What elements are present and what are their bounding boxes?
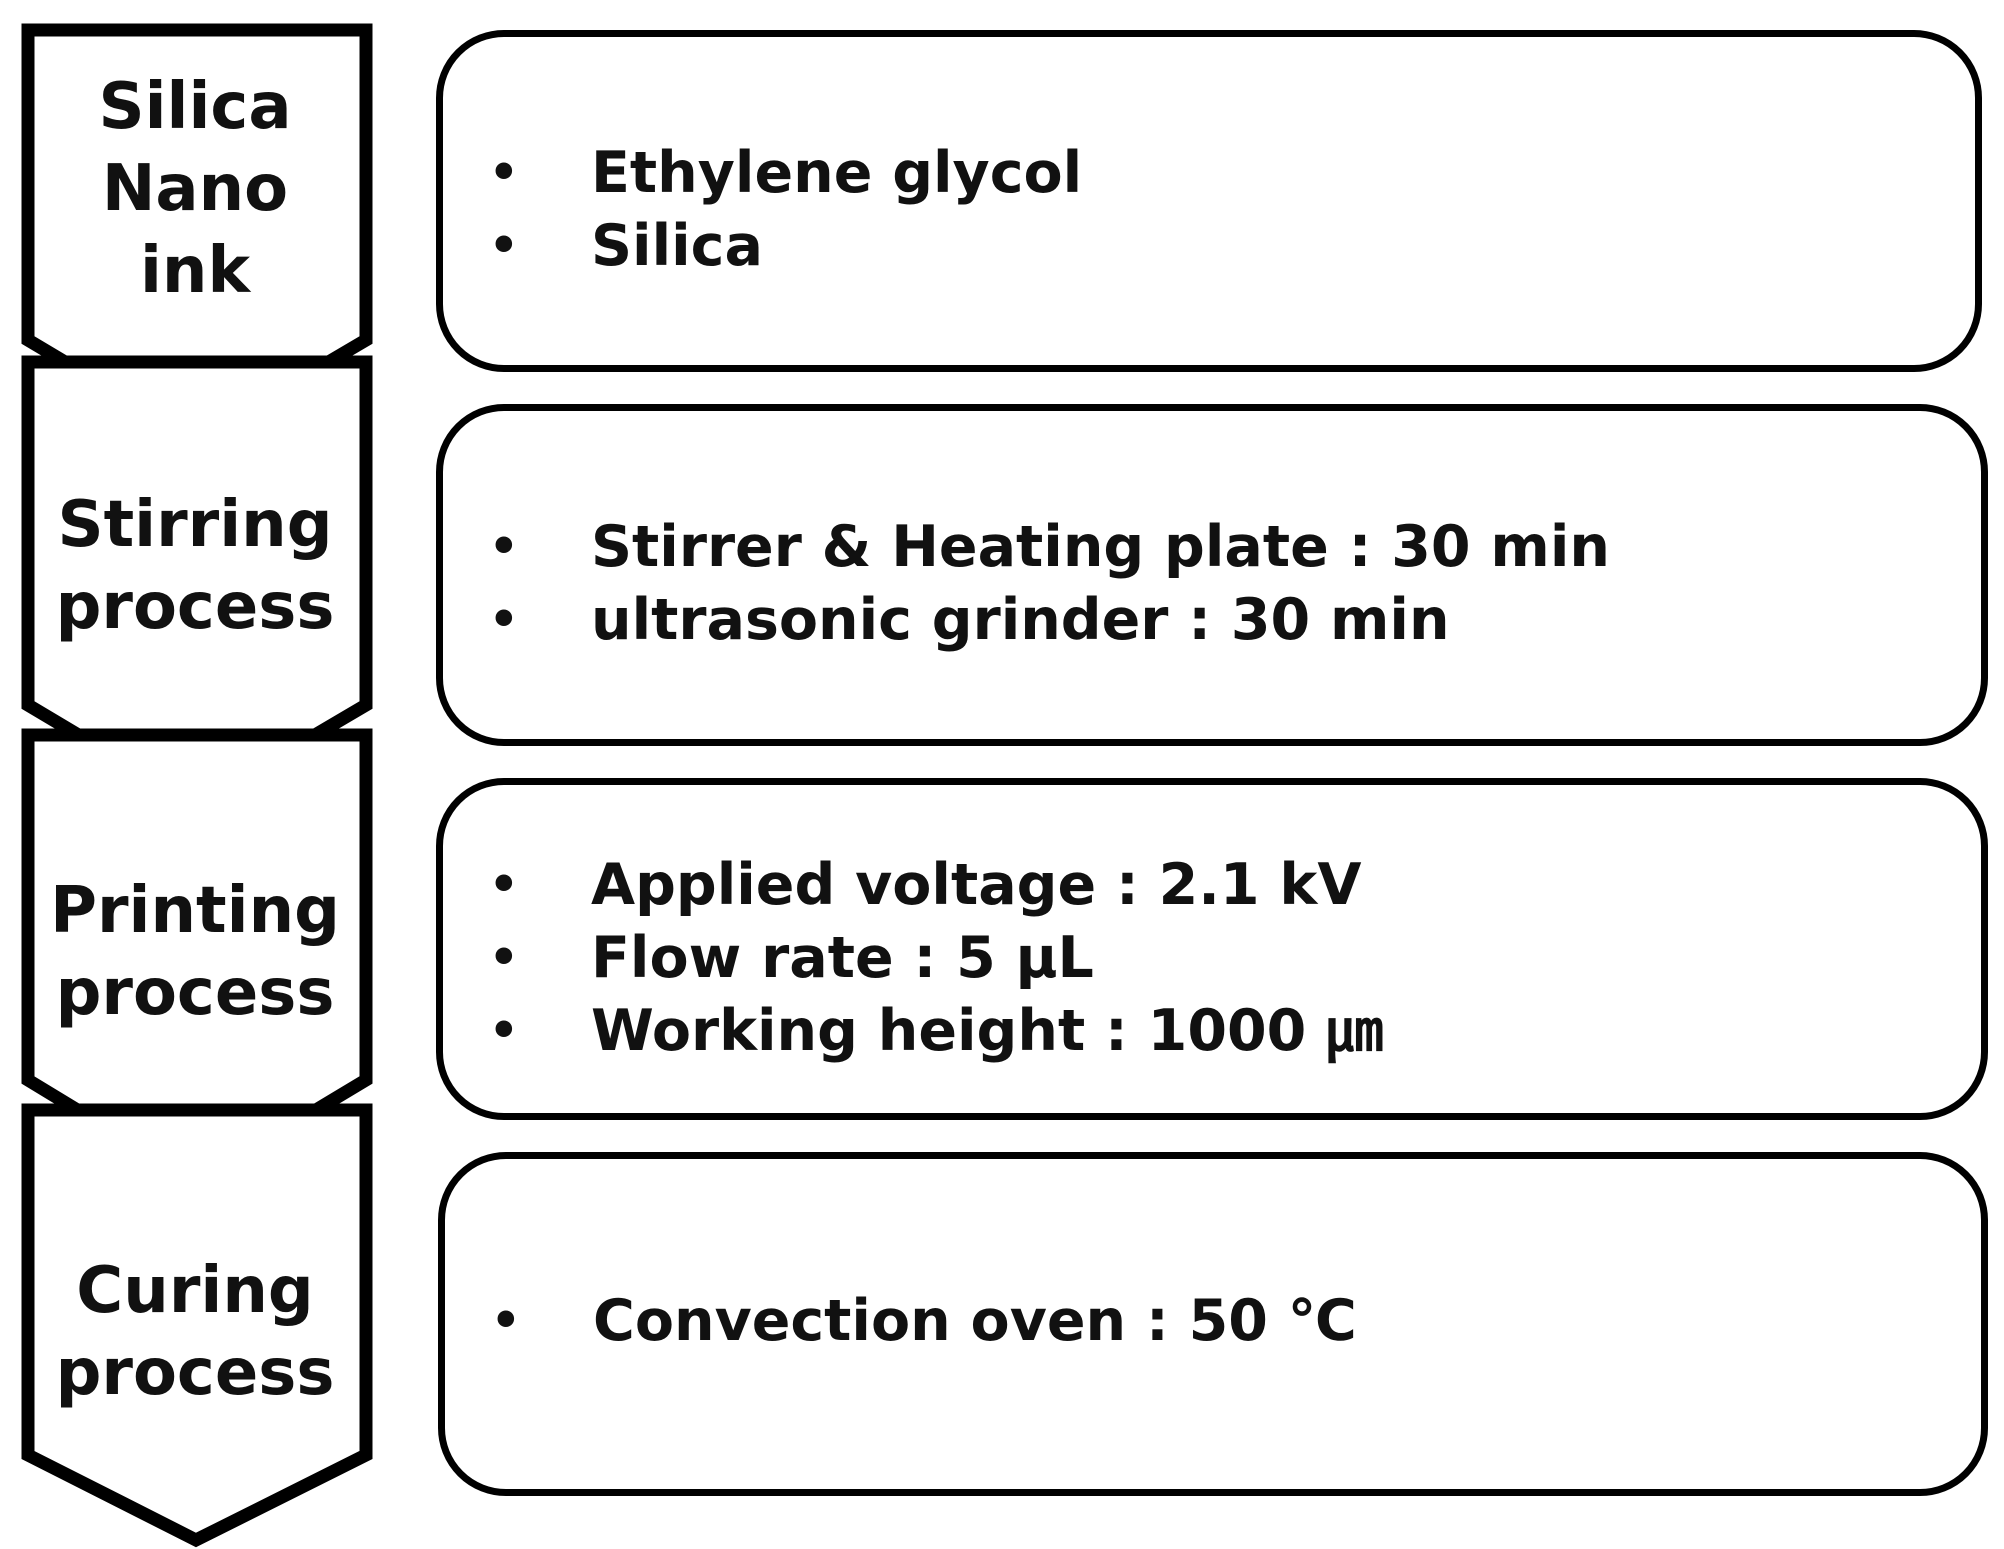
- detail-box-silica-nano-ink: • Ethylene glycol • Silica: [436, 30, 1982, 372]
- detail-item: • Working height : 1000 ㎛: [443, 995, 1383, 1068]
- bullet-icon: •: [487, 925, 521, 991]
- detail-box-curing-process: • Convection oven : 50 ℃: [438, 1152, 1988, 1496]
- step-label-line: Nano: [101, 152, 289, 226]
- step-label-line: Stirring: [57, 488, 333, 562]
- detail-item: • Stirrer & Heating plate : 30 min: [443, 511, 1610, 584]
- step-label-line: ink: [139, 234, 251, 308]
- detail-text: Stirrer & Heating plate : 30 min: [591, 514, 1610, 580]
- detail-text: Convection oven : 50 ℃: [593, 1288, 1357, 1354]
- step-label-line: process: [55, 956, 335, 1030]
- detail-item: • Convection oven : 50 ℃: [445, 1285, 1357, 1358]
- detail-item: • ultrasonic grinder : 30 min: [443, 584, 1610, 657]
- step-label-line: process: [55, 1336, 335, 1410]
- step-label-line: Printing: [50, 874, 340, 948]
- step-label-curing-process: Curing process: [30, 1250, 360, 1414]
- detail-text: Silica: [591, 213, 763, 279]
- detail-item: • Ethylene glycol: [443, 137, 1082, 210]
- detail-box-printing-process: • Applied voltage : 2.1 kV • Flow rate :…: [436, 778, 1988, 1120]
- detail-text: Working height : 1000 ㎛: [591, 998, 1384, 1064]
- step-label-line: process: [55, 570, 335, 644]
- detail-item: • Flow rate : 5 μL: [443, 922, 1383, 995]
- detail-text: Ethylene glycol: [591, 140, 1083, 206]
- detail-list: • Convection oven : 50 ℃: [445, 1285, 1357, 1358]
- detail-text: Flow rate : 5 μL: [591, 925, 1094, 991]
- step-label-silica-nano-ink: Silica Nano ink: [30, 66, 360, 312]
- detail-text: Applied voltage : 2.1 kV: [591, 852, 1362, 918]
- detail-item: • Applied voltage : 2.1 kV: [443, 849, 1383, 922]
- bullet-icon: •: [487, 140, 521, 206]
- detail-text: ultrasonic grinder : 30 min: [591, 587, 1450, 653]
- detail-item: • Silica: [443, 210, 1082, 283]
- bullet-icon: •: [489, 1288, 523, 1354]
- step-arrow-curing-process: [21, 1103, 373, 1548]
- step-label-printing-process: Printing process: [30, 870, 360, 1034]
- detail-list: • Ethylene glycol • Silica: [443, 137, 1082, 283]
- detail-list: • Applied voltage : 2.1 kV • Flow rate :…: [443, 849, 1383, 1068]
- step-label-line: Curing: [76, 1254, 314, 1328]
- bullet-icon: •: [487, 213, 521, 279]
- bullet-icon: •: [487, 587, 521, 653]
- step-label-line: Silica: [98, 70, 292, 144]
- bullet-icon: •: [487, 998, 521, 1064]
- detail-box-stirring-process: • Stirrer & Heating plate : 30 min • ult…: [436, 404, 1988, 746]
- step-label-stirring-process: Stirring process: [30, 484, 360, 648]
- bullet-icon: •: [487, 514, 521, 580]
- detail-list: • Stirrer & Heating plate : 30 min • ult…: [443, 511, 1610, 657]
- bullet-icon: •: [487, 852, 521, 918]
